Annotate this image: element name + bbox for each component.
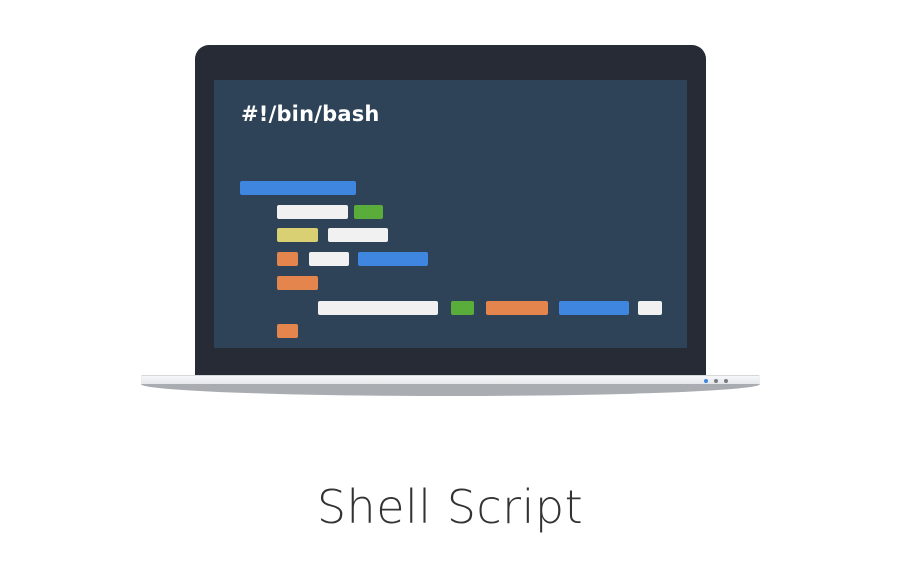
code-block-orange — [486, 301, 548, 315]
code-block-orange — [277, 252, 298, 266]
code-block-white — [328, 228, 388, 242]
code-block-white — [318, 301, 438, 315]
code-block-white — [638, 301, 662, 315]
indicator-light-blue — [704, 379, 708, 383]
code-block-white — [277, 205, 348, 219]
shebang-text: #!/bin/bash — [241, 102, 380, 126]
laptop-screen: #!/bin/bash — [214, 80, 687, 348]
page-caption: Shell Script — [316, 480, 584, 534]
laptop-lid: #!/bin/bash — [195, 45, 706, 375]
code-block-blue — [559, 301, 629, 315]
code-block-blue — [240, 181, 356, 195]
laptop-bottom-edge — [141, 384, 760, 396]
laptop-base — [141, 375, 760, 385]
indicator-light — [724, 379, 728, 383]
code-block-white — [309, 252, 349, 266]
code-block-orange — [277, 324, 298, 338]
code-block-blue — [358, 252, 428, 266]
code-block-green — [451, 301, 474, 315]
code-block-orange — [277, 276, 318, 290]
indicator-light — [714, 379, 718, 383]
code-block-green — [354, 205, 383, 219]
code-block-yellow — [277, 228, 318, 242]
